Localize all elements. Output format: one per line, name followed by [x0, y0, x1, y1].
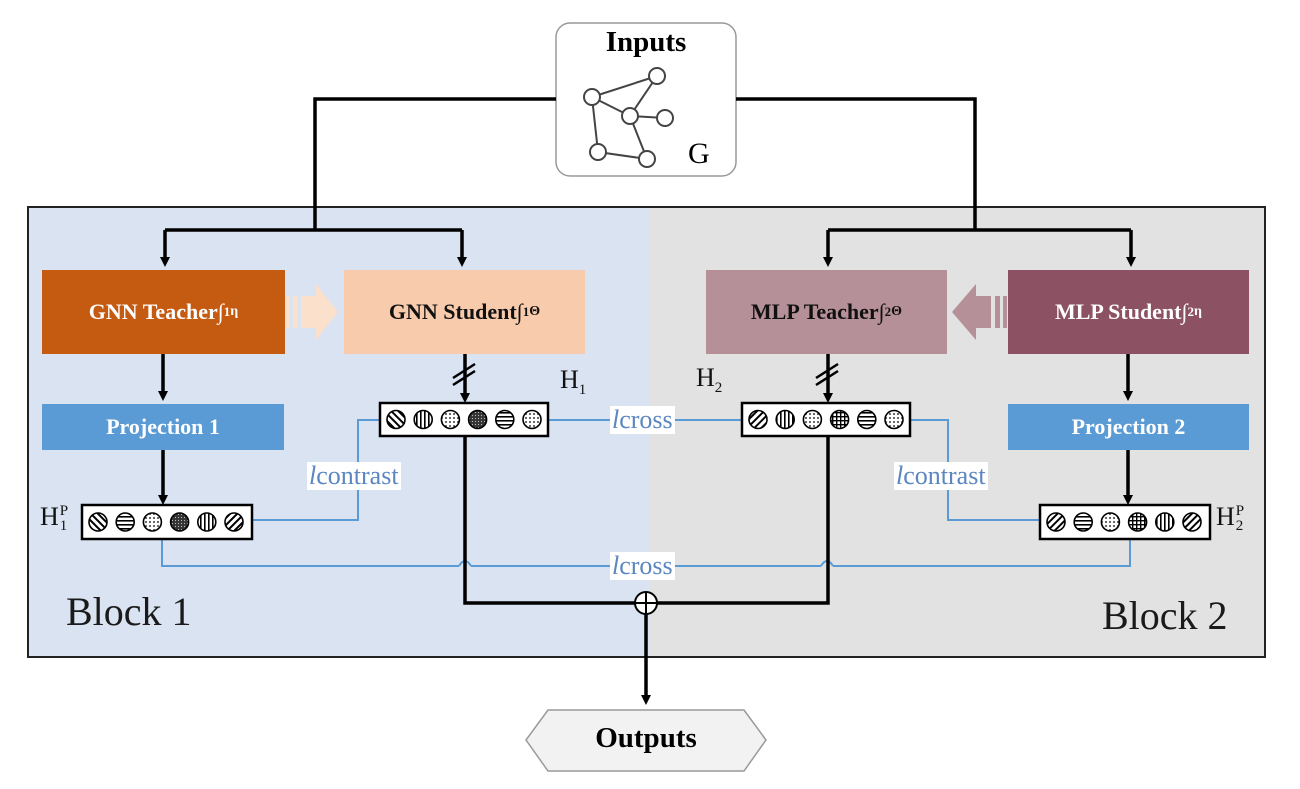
h2p-cell-horizontal [1073, 512, 1093, 532]
h2-cell-grid [829, 409, 850, 430]
mlp-student-box [1008, 270, 1249, 354]
cross-loss-top: lcross [610, 405, 675, 434]
block1-label: Block 1 [66, 589, 192, 634]
h2-cell-vertical [775, 409, 796, 430]
h1-cell-dark [467, 409, 488, 430]
outputs-box [525, 709, 767, 772]
h1-cell-backslash [386, 409, 406, 430]
h2-vector [740, 401, 912, 438]
contrast-loss-1: lcontrast [307, 461, 401, 490]
projection2-label: Projection 2 [1071, 414, 1186, 439]
projection1-label: Projection 1 [106, 414, 220, 439]
h2p-cell-dotted [1100, 512, 1121, 532]
inputs-title: Inputs [605, 26, 687, 58]
block2-label: Block 2 [1102, 593, 1228, 638]
h1-vector [378, 401, 550, 438]
h1-cell-vertical [413, 409, 434, 430]
h1p-cell-vertical [197, 512, 217, 532]
h1-cell-horizontal [494, 409, 515, 430]
h2-cell-dotted [802, 409, 823, 430]
graph-label: G [688, 137, 710, 170]
h1p-cell-dotted [142, 512, 163, 532]
contrast-loss-2: lcontrast [894, 461, 988, 490]
gnn-student-box [344, 270, 585, 354]
distill-arrow-gnn [286, 284, 338, 340]
h2p-vector [1038, 503, 1212, 541]
distill-arrow-mlp [952, 284, 1007, 340]
h2-cell-horizontal [856, 409, 877, 430]
h2p-cell-vertical [1155, 512, 1175, 532]
projection1-box [42, 404, 284, 450]
h1p-cell-horizontal [115, 512, 135, 532]
h1-cell-dotted [440, 409, 461, 430]
h1-cell-dotted [522, 409, 542, 430]
h2-label: H2 [696, 363, 723, 397]
outputs-label: Outputs [595, 722, 697, 754]
h2p-cell-slash [1182, 512, 1202, 532]
h1-label: H1 [560, 365, 587, 399]
gnn-teacher-box [42, 270, 285, 354]
graph-icon [583, 67, 674, 168]
h2-cell-slash [748, 409, 768, 430]
h2p-cell-grid [1127, 512, 1148, 532]
h1p-cell-backslash [88, 512, 108, 532]
h1p-cell-dark [169, 512, 190, 532]
h2p-cell-slash [1046, 512, 1066, 532]
projection2-box [1008, 404, 1249, 450]
mlp-teacher-box [706, 270, 947, 354]
h1p-vector [80, 503, 254, 541]
cross-loss-bottom: lcross [610, 551, 675, 580]
h1p-cell-slash [224, 512, 244, 532]
h2-cell-dotted [884, 409, 904, 430]
